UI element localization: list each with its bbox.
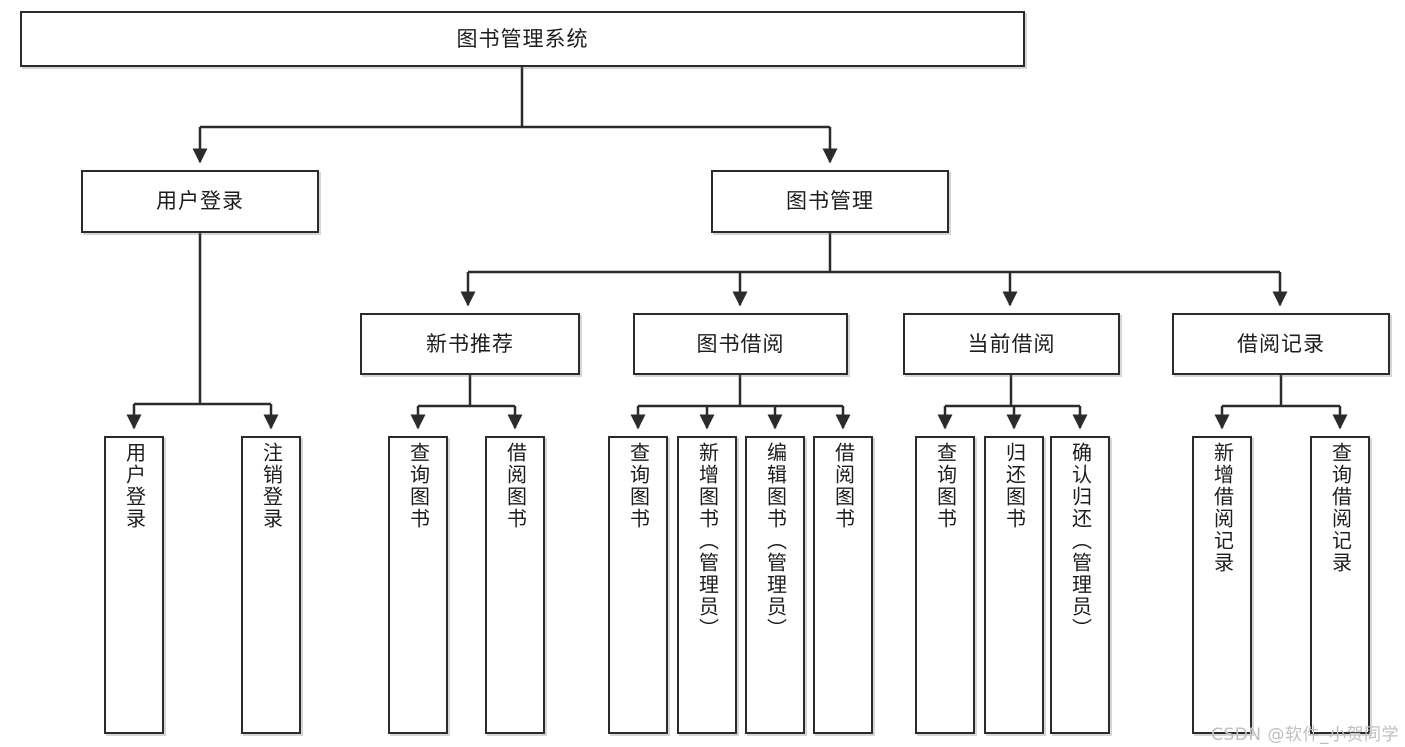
node-leaf-return-book-label: 归还图书 xyxy=(1002,442,1027,530)
watermark-text: CSDN @软件_小贺同学 xyxy=(1211,725,1399,745)
node-leaf-borrow-book-rec-label: 借阅图书 xyxy=(503,442,528,530)
node-book-manage-label: 图书管理 xyxy=(786,189,874,214)
node-leaf-query-book-rec[interactable]: 查询图书 xyxy=(388,436,448,734)
node-leaf-confirm-return[interactable]: 确认归还（管理员） xyxy=(1050,436,1110,734)
node-leaf-add-record-label: 新增借阅记录 xyxy=(1210,442,1235,574)
node-leaf-edit-book-label: 编辑图书（管理员） xyxy=(763,442,788,640)
node-book-manage[interactable]: 图书管理 xyxy=(711,170,949,233)
node-leaf-query-book-current[interactable]: 查询图书 xyxy=(915,436,975,734)
node-leaf-user-logout[interactable]: 注销登录 xyxy=(241,436,301,734)
node-root[interactable]: 图书管理系统 xyxy=(20,11,1025,67)
node-leaf-add-record[interactable]: 新增借阅记录 xyxy=(1192,436,1252,734)
node-new-book-recommend[interactable]: 新书推荐 xyxy=(360,313,580,375)
node-leaf-user-logout-label: 注销登录 xyxy=(259,442,284,530)
node-book-borrow-label: 图书借阅 xyxy=(696,331,785,356)
node-borrow-record-label: 借阅记录 xyxy=(1237,331,1325,356)
node-leaf-add-book-label: 新增图书（管理员） xyxy=(695,442,720,640)
node-leaf-query-book-borrow[interactable]: 查询图书 xyxy=(608,436,668,734)
node-borrow-record[interactable]: 借阅记录 xyxy=(1172,313,1390,375)
node-leaf-query-book-borrow-label: 查询图书 xyxy=(626,442,651,530)
node-current-borrow[interactable]: 当前借阅 xyxy=(903,313,1120,375)
node-leaf-user-login-label: 用户登录 xyxy=(122,442,147,530)
node-leaf-borrow-book[interactable]: 借阅图书 xyxy=(813,436,873,734)
node-current-borrow-label: 当前借阅 xyxy=(967,331,1056,356)
node-root-label: 图书管理系统 xyxy=(456,26,589,51)
node-leaf-query-record[interactable]: 查询借阅记录 xyxy=(1310,436,1370,734)
node-leaf-borrow-book-rec[interactable]: 借阅图书 xyxy=(485,436,545,734)
node-leaf-query-book-rec-label: 查询图书 xyxy=(406,442,431,530)
node-leaf-confirm-return-label: 确认归还（管理员） xyxy=(1068,442,1093,640)
node-leaf-query-book-current-label: 查询图书 xyxy=(933,442,958,530)
node-leaf-borrow-book-label: 借阅图书 xyxy=(831,442,856,530)
node-leaf-query-record-label: 查询借阅记录 xyxy=(1328,442,1353,574)
node-new-book-recommend-label: 新书推荐 xyxy=(426,331,514,356)
node-user-login-label: 用户登录 xyxy=(156,189,244,214)
node-user-login[interactable]: 用户登录 xyxy=(81,170,319,233)
node-book-borrow[interactable]: 图书借阅 xyxy=(633,313,848,375)
node-leaf-edit-book[interactable]: 编辑图书（管理员） xyxy=(745,436,805,734)
node-leaf-user-login[interactable]: 用户登录 xyxy=(104,436,164,734)
node-leaf-return-book[interactable]: 归还图书 xyxy=(984,436,1044,734)
node-leaf-add-book[interactable]: 新增图书（管理员） xyxy=(677,436,737,734)
